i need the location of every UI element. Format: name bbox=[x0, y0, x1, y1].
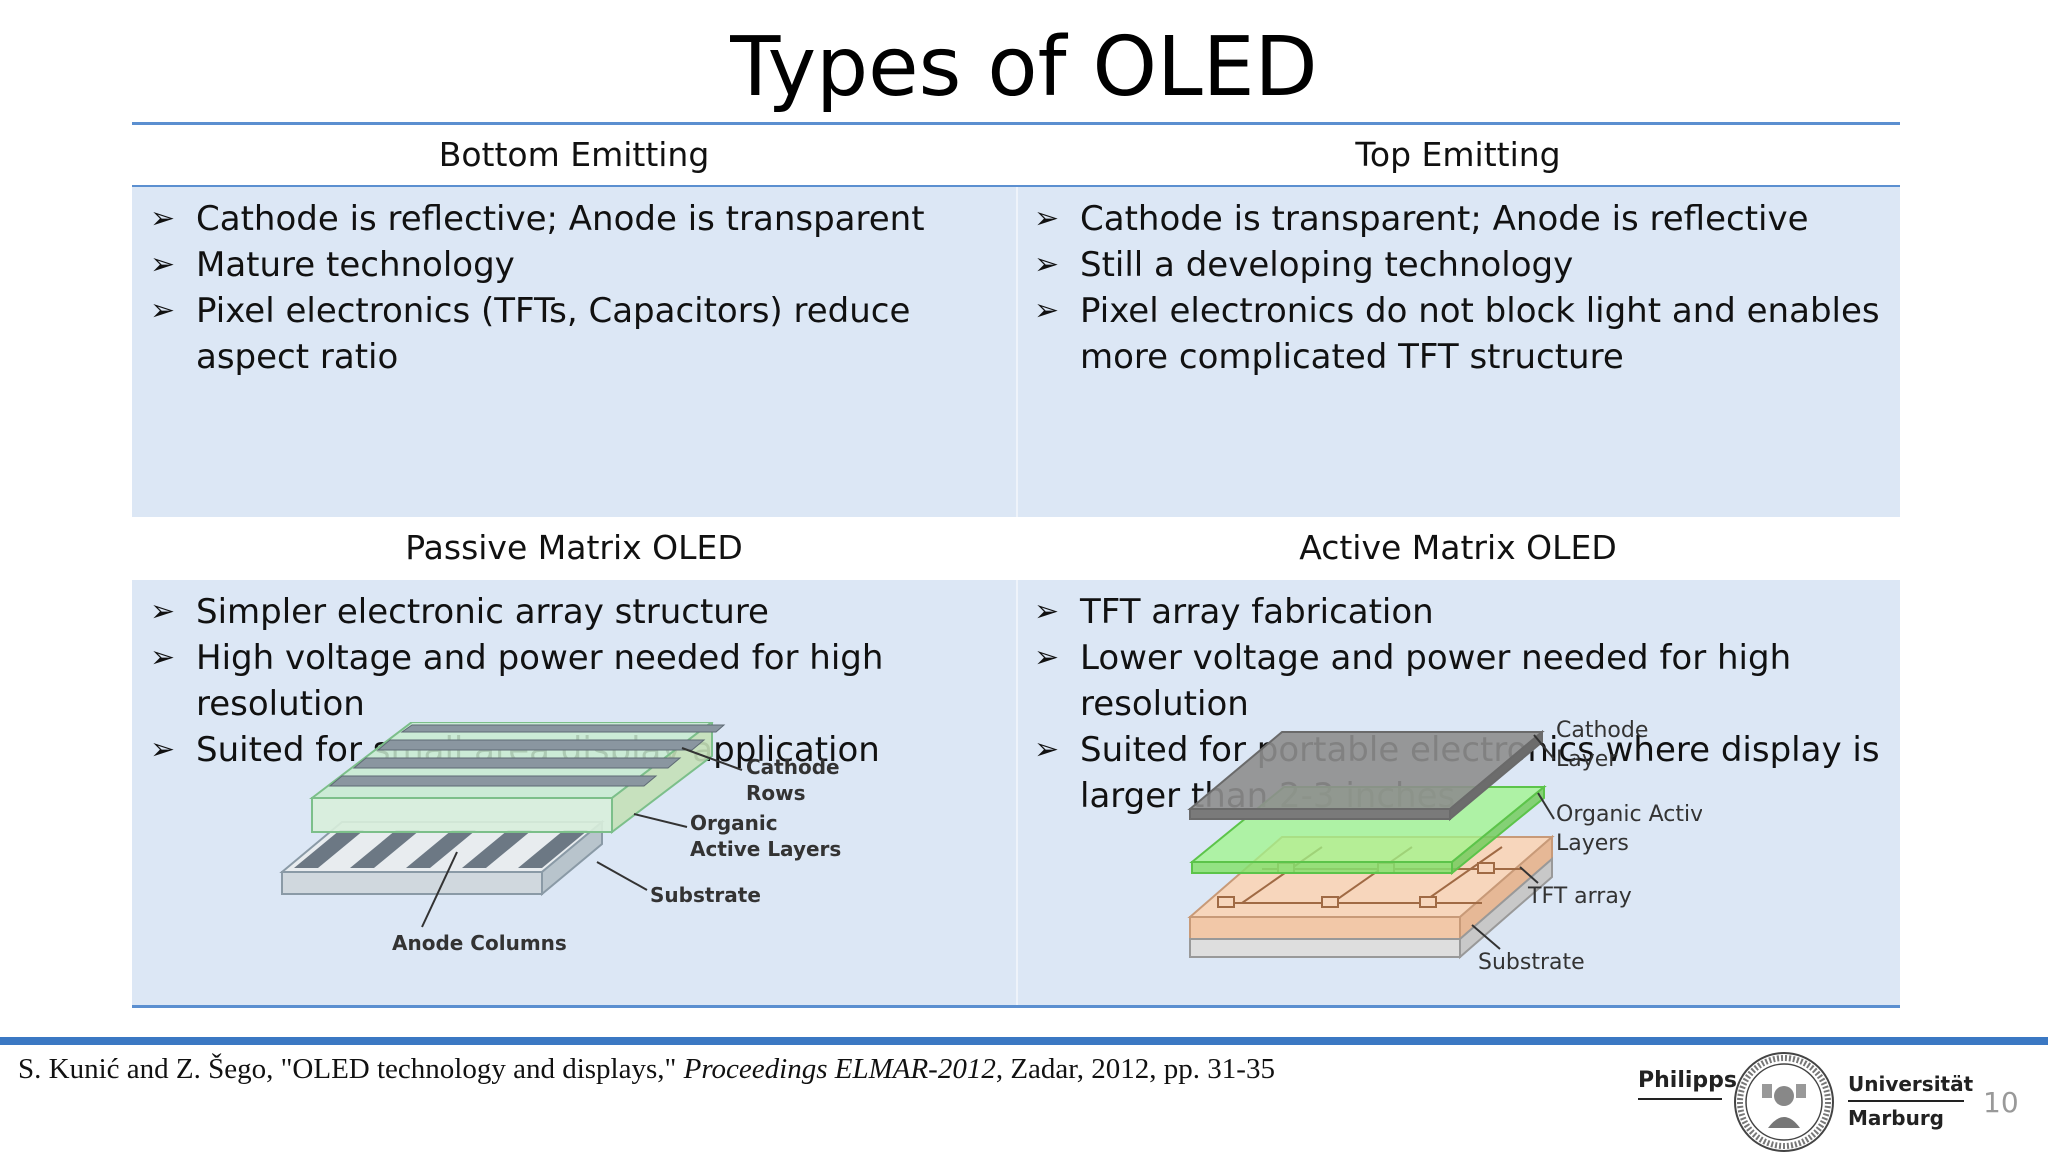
citation-rest: , Zadar, 2012, pp. 31-35 bbox=[995, 1053, 1275, 1085]
list-item: Mature technology bbox=[150, 242, 1006, 288]
logo-text-philipps: Philipps bbox=[1638, 1068, 1737, 1093]
slide-title: Types of OLED bbox=[730, 20, 1318, 115]
list-item: Cathode is transparent; Anode is reflect… bbox=[1034, 196, 1890, 242]
list-item: Lower voltage and power needed for high … bbox=[1034, 635, 1890, 727]
university-logo: Philipps Universität Marburg bbox=[1636, 1048, 1973, 1152]
list-item: Pixel electronics (TFTs, Capacitors) red… bbox=[150, 288, 1006, 380]
logo-rule-left bbox=[1638, 1098, 1722, 1100]
label-substrate-am: Substrate bbox=[1478, 950, 1585, 975]
comparison-table: Bottom Emitting Top Emitting Cathode is … bbox=[132, 122, 1900, 1008]
page-number: 10 bbox=[1983, 1086, 2019, 1119]
header-rule bbox=[132, 185, 1900, 187]
logo-text-universitat: Universität bbox=[1848, 1072, 1974, 1096]
top-emitting-list: Cathode is transparent; Anode is reflect… bbox=[1034, 196, 1890, 380]
row2-column-divider bbox=[1016, 580, 1018, 1005]
header-active-matrix: Active Matrix OLED bbox=[1299, 528, 1617, 567]
label-substrate: Substrate bbox=[650, 883, 761, 907]
table-bottom-rule bbox=[132, 1005, 1900, 1008]
citation-venue: Proceedings ELMAR-2012 bbox=[683, 1053, 996, 1085]
list-item: High voltage and power needed for high r… bbox=[150, 635, 1016, 727]
bottom-emitting-list: Cathode is reflective; Anode is transpar… bbox=[150, 196, 1006, 380]
list-item: Pixel electronics do not block light and… bbox=[1034, 288, 1890, 380]
header-bottom-emitting: Bottom Emitting bbox=[438, 135, 710, 174]
footer-band bbox=[0, 1037, 2048, 1045]
row1-column-divider bbox=[1016, 187, 1018, 517]
list-item: Simpler electronic array structure bbox=[150, 589, 1016, 635]
university-seal-icon bbox=[1734, 1052, 1834, 1152]
citation-authors: S. Kunić and Z. Šego, "OLED technology a… bbox=[18, 1053, 684, 1085]
label-anode-columns: Anode Columns bbox=[392, 931, 567, 955]
list-item: Still a developing technology bbox=[1034, 242, 1890, 288]
citation: S. Kunić and Z. Šego, "OLED technology a… bbox=[18, 1050, 1275, 1088]
table-top-rule bbox=[132, 122, 1900, 125]
logo-text-marburg: Marburg bbox=[1848, 1106, 1944, 1130]
list-item: Cathode is reflective; Anode is transpar… bbox=[150, 196, 1006, 242]
logo-rule-right bbox=[1848, 1100, 1964, 1102]
header-passive-matrix: Passive Matrix OLED bbox=[405, 528, 743, 567]
list-item: TFT array fabrication bbox=[1034, 589, 1890, 635]
header-top-emitting: Top Emitting bbox=[1355, 135, 1561, 174]
label-tft-array: TFT array bbox=[1527, 884, 1632, 909]
